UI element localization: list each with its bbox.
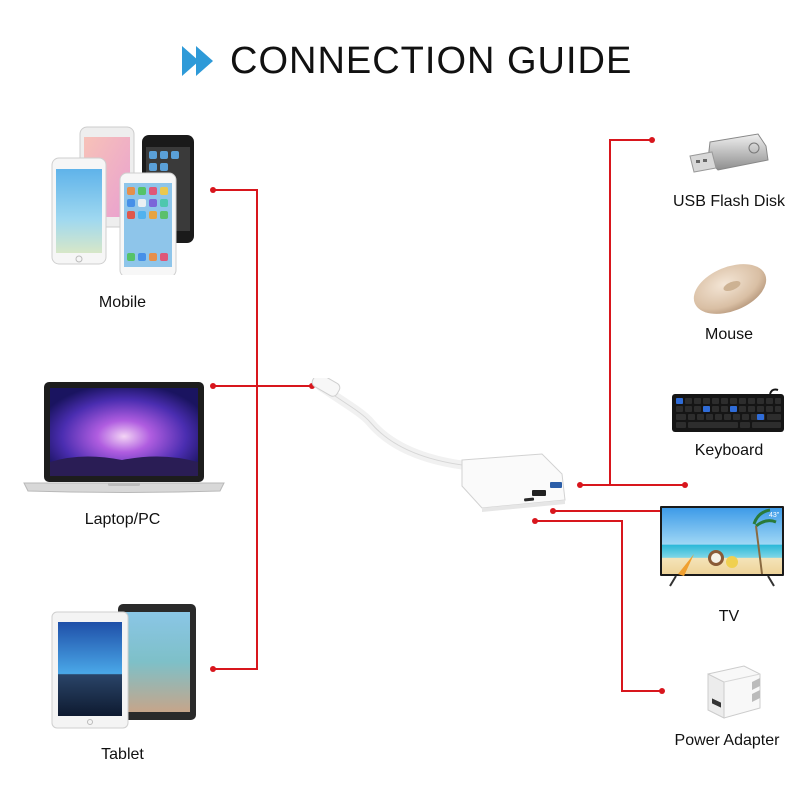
usb-flash-disk-label: USB Flash Disk (672, 193, 786, 210)
double-play-icon (182, 46, 213, 76)
smartphones-icon (51, 126, 194, 275)
mobile-label: Mobile (98, 294, 147, 311)
tv-label: TV (718, 608, 740, 625)
laptop-label: Laptop/PC (84, 511, 161, 528)
tablet-label: Tablet (101, 746, 144, 763)
tv-icon: 43" (660, 506, 784, 587)
title-text: CONNECTION GUIDE (230, 39, 633, 82)
laptop-icon (23, 382, 225, 493)
power-adapter-label: Power Adapter (674, 732, 780, 749)
tablets-icon (51, 604, 196, 729)
power-adapter-icon (707, 665, 761, 719)
page-title: CONNECTION GUIDE (182, 36, 632, 86)
usb-c-hub-icon (311, 378, 566, 512)
keyboard-icon (672, 388, 784, 432)
keyboard-label: Keyboard (694, 442, 764, 459)
usb-flash-drive-icon (689, 133, 769, 173)
mouse-label: Mouse (704, 326, 754, 343)
mouse-icon (693, 264, 767, 314)
tv-size-badge: 43" (769, 512, 780, 519)
